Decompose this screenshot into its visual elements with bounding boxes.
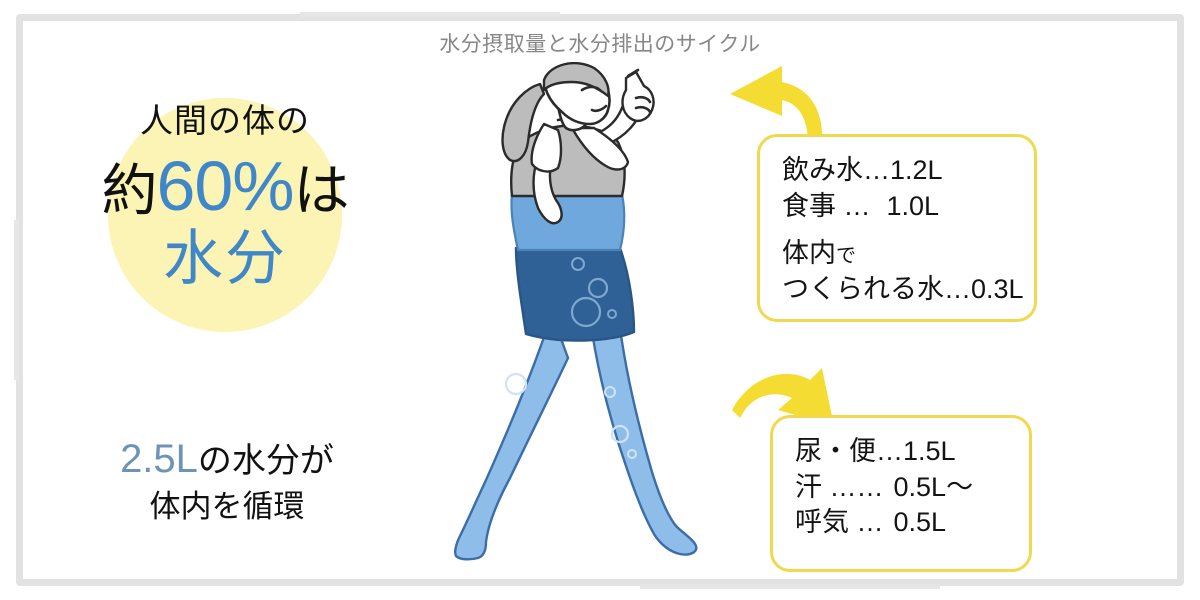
intake-metabolic-value: 0.3L — [971, 273, 1024, 304]
headline-line-2: 約60%は — [60, 151, 390, 221]
headline-approx-prefix: 約 — [101, 159, 157, 222]
output-row-urine-feces: 尿・便…1.5L — [795, 434, 1029, 470]
output-arrow — [730, 362, 850, 447]
decorative-frame — [16, 14, 1184, 586]
intake-row-food-label: 食事 … — [782, 190, 871, 221]
intake-row-spacer — [782, 224, 1034, 236]
circulation-line-1: 2.5Lの水分が — [62, 434, 392, 484]
walking-woman-illustration — [440, 62, 740, 572]
intake-row-drinking-water: 飲み水…1.2L — [782, 153, 1034, 189]
output-row-urine-feces-label: 尿・便… — [795, 436, 903, 466]
headline-topic-suffix: は — [293, 159, 350, 222]
intake-row-drinking-water-label: 飲み水… — [782, 155, 890, 185]
frame-wobble-top — [300, 12, 560, 17]
circulation-block: 2.5Lの水分が 体内を循環 — [62, 434, 392, 527]
output-row-sweat-value: 0.5L〜 — [893, 471, 974, 502]
intake-metabolic-label: つくられる水… — [782, 273, 971, 304]
circulation-line-2: 体内を循環 — [149, 489, 305, 524]
output-callout-box: 尿・便…1.5L 汗 …… 0.5L〜 呼気 … 0.5L — [770, 415, 1032, 572]
output-row-breath: 呼気 … 0.5L — [795, 505, 1029, 541]
intake-metabolic-particle: で — [836, 245, 856, 268]
intake-metabolic-prefix: 体内 — [782, 238, 836, 269]
output-row-urine-feces-value: 1.5L — [903, 436, 956, 466]
intake-callout-box: 飲み水…1.2L 食事 … 1.0L 体内で つくられる水…0.3L — [757, 134, 1037, 322]
intake-row-drinking-water-value: 1.2L — [890, 155, 943, 185]
frame-wobble-bottom — [640, 584, 940, 589]
intake-row-food: 食事 … 1.0L — [782, 189, 1034, 225]
output-row-breath-value: 0.5L — [893, 507, 947, 538]
intake-row-metabolic-line-2: つくられる水…0.3L — [782, 272, 1034, 308]
frame-wobble-left — [14, 220, 19, 380]
page-title: 水分摂取量と水分排出のサイクル — [439, 33, 761, 56]
intake-row-food-value: 1.0L — [886, 190, 940, 221]
circulation-line-1-rest: の水分が — [197, 442, 334, 480]
output-row-sweat-label: 汗 …… — [795, 471, 884, 502]
headline-line-1: 人間の体の — [140, 102, 310, 139]
circulation-volume: 2.5L — [120, 437, 198, 481]
output-row-sweat: 汗 …… 0.5L〜 — [795, 470, 1029, 506]
intake-row-metabolic-line-1: 体内で — [782, 236, 1034, 272]
headline-block: 人間の体の 約60%は 水分 — [60, 104, 390, 289]
headline-percent-value: 60% — [156, 147, 294, 225]
yellow-highlight-circle — [108, 98, 342, 332]
output-row-breath-label: 呼気 … — [795, 507, 884, 538]
intake-arrow — [712, 64, 832, 154]
headline-line-3: 水分 — [163, 225, 287, 292]
